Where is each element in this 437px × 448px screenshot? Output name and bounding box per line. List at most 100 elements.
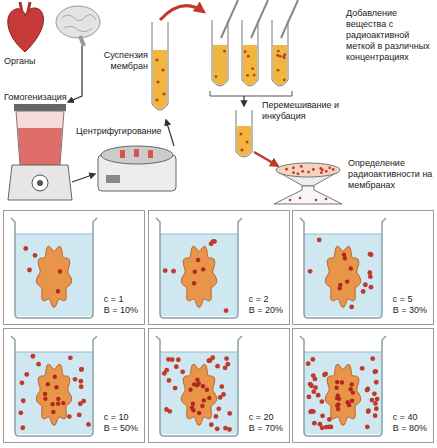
free-ligand — [86, 422, 91, 427]
bound-ligand — [340, 380, 344, 384]
membrane-fragment — [36, 246, 71, 307]
label-dot — [283, 56, 286, 59]
free-ligand — [369, 252, 374, 257]
free-ligand — [216, 406, 221, 411]
bound-ligand — [202, 398, 206, 402]
membrane-suspension-tube — [152, 22, 168, 110]
free-ligand — [170, 357, 175, 362]
label-dot — [277, 69, 280, 72]
water-surface — [160, 352, 238, 353]
concentration-value: c = 2 — [249, 294, 283, 305]
free-ligand — [310, 409, 315, 414]
label-dot — [223, 50, 226, 53]
step-label: Перемешивание и инкубация — [262, 100, 342, 122]
panel-caption: c = 10B = 50% — [104, 412, 138, 434]
concentration-panel: c = 40B = 80% — [292, 328, 434, 443]
step-label: Определение радиоактивности на мембранах — [348, 158, 434, 191]
free-ligand — [349, 304, 354, 309]
bound-dot — [301, 170, 304, 173]
bound-ligand — [191, 402, 195, 406]
tube-liquid — [273, 45, 287, 85]
free-ligand — [317, 237, 322, 242]
beaker — [300, 336, 386, 436]
bound-dot — [307, 171, 310, 174]
bound-ligand — [54, 385, 58, 389]
bound-ligand — [336, 393, 340, 397]
free-ligand — [79, 367, 84, 372]
concentration-value: B = 10% — [104, 305, 138, 316]
concentration-value: B = 50% — [104, 423, 138, 434]
bound-ligand — [336, 402, 340, 406]
free-ligand — [313, 385, 318, 390]
step-label: Центрифугирование — [76, 126, 164, 137]
bound-ligand — [193, 270, 197, 274]
free-ligand — [370, 356, 375, 361]
water-surface — [15, 352, 93, 353]
membrane-fragment — [181, 364, 216, 425]
free-ligand — [370, 398, 375, 403]
bound-ligand — [350, 399, 354, 403]
label-dot — [247, 55, 250, 58]
free-ligand — [214, 414, 219, 419]
beaker-glass — [156, 336, 242, 436]
free-ligand — [365, 387, 370, 392]
free-ligand — [77, 413, 82, 418]
beaker — [11, 218, 97, 318]
bound-ligand — [58, 269, 62, 273]
bound-ligand — [192, 281, 196, 285]
concentration-panel: c = 1B = 10% — [3, 210, 145, 325]
free-ligand — [368, 274, 373, 279]
free-ligand — [33, 253, 38, 258]
bound-ligand — [205, 388, 209, 392]
free-ligand — [224, 356, 229, 361]
pipette — [281, 0, 298, 38]
concentration-value: c = 1 — [104, 294, 138, 305]
bound-dot — [300, 165, 303, 168]
incubated-tube — [236, 110, 252, 157]
free-ligand — [307, 395, 312, 400]
bound-ligand — [337, 286, 341, 290]
free-ligand — [68, 355, 73, 360]
filter-apparatus — [274, 163, 342, 204]
beaker — [300, 218, 386, 318]
free-ligand — [79, 367, 84, 372]
label-dot — [251, 67, 254, 70]
free-ligand — [67, 414, 72, 419]
pipette — [251, 0, 268, 38]
free-ligand — [373, 369, 378, 374]
free-ligand — [24, 372, 29, 377]
free-ligand — [219, 384, 224, 389]
water-surface — [304, 234, 382, 235]
beaker — [156, 336, 242, 436]
free-ligand — [215, 426, 220, 431]
free-ligand — [171, 269, 176, 274]
beaker-glass — [300, 218, 386, 318]
free-ligand — [361, 289, 366, 294]
beaker — [156, 218, 242, 318]
bound-dot — [285, 168, 288, 171]
membrane-fragment — [325, 364, 360, 425]
free-ligand — [21, 398, 26, 403]
bound-ligand — [197, 411, 201, 415]
free-ligand — [369, 285, 374, 290]
bound-dot — [321, 169, 324, 172]
free-ligand — [323, 372, 328, 377]
bound-ligand — [43, 397, 47, 401]
label-dot — [244, 50, 247, 53]
bound-dot — [328, 166, 331, 169]
free-ligand — [223, 426, 228, 431]
free-ligand — [320, 413, 325, 418]
homogenizer — [8, 104, 72, 200]
free-ligand — [311, 389, 316, 394]
pipette — [221, 0, 238, 38]
free-ligand — [318, 422, 323, 427]
bound-dot — [332, 168, 335, 171]
free-ligand — [310, 357, 315, 362]
label-dot — [283, 79, 286, 82]
bound-dot — [297, 172, 300, 175]
free-ligand — [78, 379, 83, 384]
membrane-fragment — [181, 246, 216, 307]
free-ligand — [27, 268, 32, 273]
free-ligand — [373, 401, 378, 406]
